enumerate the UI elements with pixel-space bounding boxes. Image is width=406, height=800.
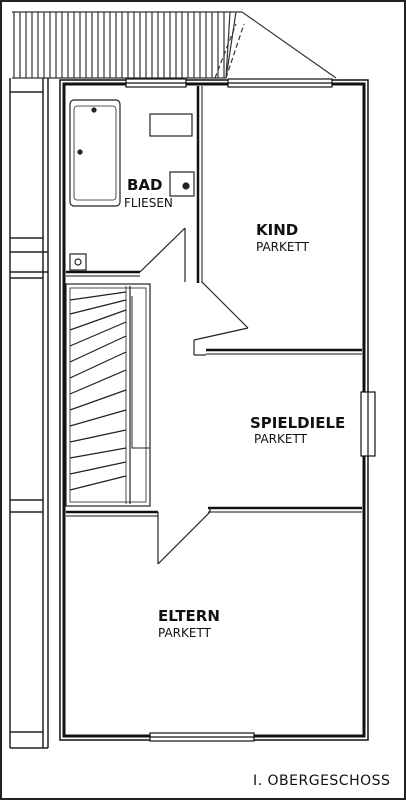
room-floor-kind: PARKETT [256,240,310,254]
room-floor-eltern: PARKETT [158,626,212,640]
left-strip [9,78,49,749]
stair-tread [69,299,127,315]
stair-tread [69,447,127,459]
stair-tread [69,351,127,379]
stair-tread [69,321,127,347]
roof-hatch-line [225,11,237,79]
door-swings [139,227,249,565]
staircase [65,283,151,507]
bottom-window [149,732,255,742]
roof-hatch [12,11,337,79]
stair-tread [69,409,127,427]
room-floor-spieldiele: PARKETT [254,432,308,446]
washbasin [149,113,193,137]
toilet [169,171,195,197]
interior-walls [66,86,362,517]
room-label-spieldiele: SPIELDIELE [250,414,345,432]
shaft [69,253,87,271]
room-label-bad: BAD [127,176,163,194]
stair-tread [69,369,127,395]
stair-tread [69,461,127,475]
room-floor-bad: FLIESEN [124,196,173,210]
top-windows [125,78,333,88]
stair-tread [69,309,127,331]
room-label-eltern: ELTERN [158,607,220,625]
bathtub [69,99,121,207]
stair-tread [69,335,127,363]
floor-title: I. OBERGESCHOSS [253,773,390,789]
right-window [360,391,376,457]
stair-tread [69,429,127,443]
outer-walls [59,79,369,741]
bathroom-fixtures [69,99,195,271]
room-label-kind: KIND [256,221,298,239]
stair-tread [69,475,127,491]
stair-tread [69,291,127,301]
stair-tread [69,389,127,411]
